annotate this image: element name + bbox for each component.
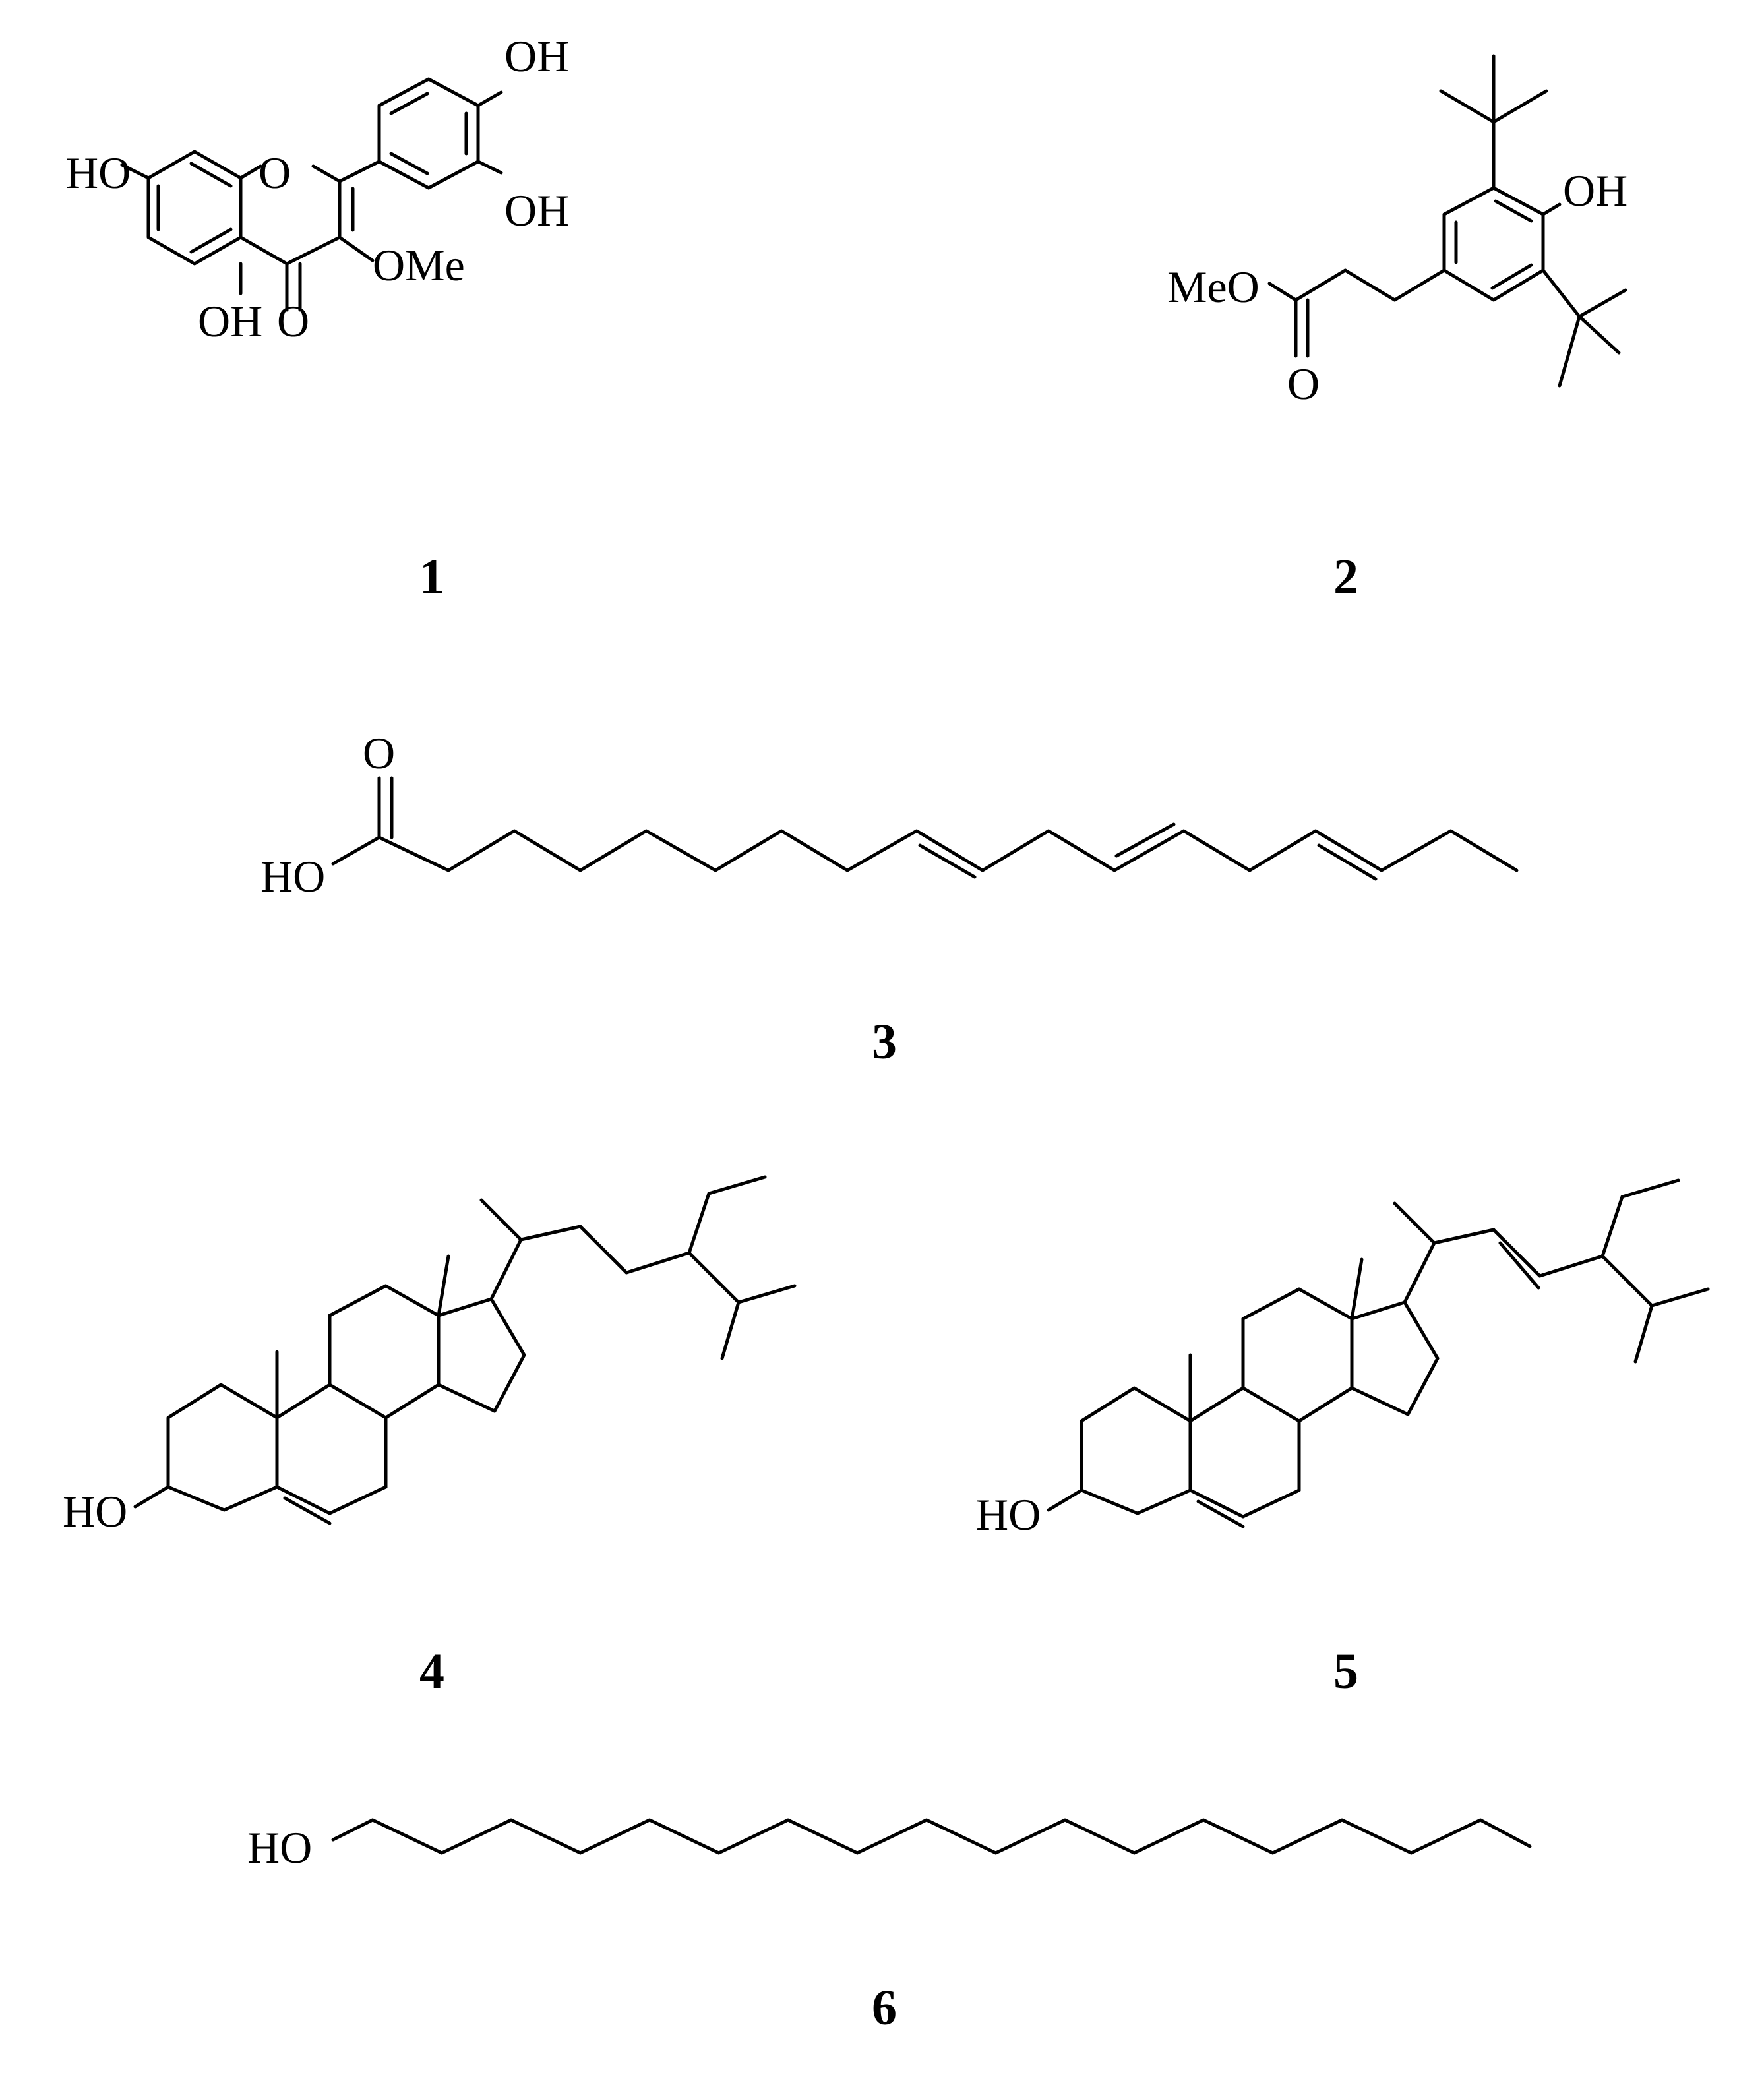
compound-2-hydroxy-label: OH — [1563, 166, 1627, 216]
compound-2-number: 2 — [1333, 549, 1358, 605]
compound-1-number: 1 — [419, 549, 444, 605]
compound-3-carbonyl-oxygen-label: O — [363, 728, 395, 778]
compound-4-structure — [133, 1175, 797, 1525]
compound-5-hydroxy-label: HO — [976, 1490, 1041, 1540]
compound-1-hydroxy-3prime-label: OH — [504, 185, 569, 235]
compound-1-carbonyl-oxygen-label: O — [277, 296, 309, 346]
compound-2-methoxy-label: MeO — [1167, 262, 1260, 312]
compound-3-number: 3 — [872, 1014, 897, 1070]
compound-3-hydroxy-label: HO — [260, 851, 325, 901]
compound-2-carbonyl-oxygen-label: O — [1287, 359, 1320, 409]
compound-6-number: 6 — [872, 1980, 897, 2036]
compound-2-structure — [1267, 54, 1627, 388]
compound-4-hydroxy-label: HO — [63, 1486, 127, 1536]
compound-1-hydroxy-4prime-label: OH — [504, 31, 569, 81]
compound-6-structure — [331, 1818, 1532, 1855]
compound-1-methoxy-label: OMe — [373, 240, 465, 290]
compound-1-hydroxy-7-label: HO — [66, 148, 131, 198]
compound-6-hydroxy-label: HO — [247, 1823, 312, 1873]
compound-5-number: 5 — [1333, 1644, 1358, 1699]
compound-1-hydroxy-5-label: OH — [198, 296, 262, 346]
compound-5-structure — [1047, 1178, 1710, 1528]
compound-1-structure — [120, 77, 503, 312]
compound-4-number: 4 — [419, 1644, 444, 1699]
compound-1-ring-oxygen-label: O — [259, 148, 291, 198]
compound-3-structure — [331, 776, 1519, 881]
